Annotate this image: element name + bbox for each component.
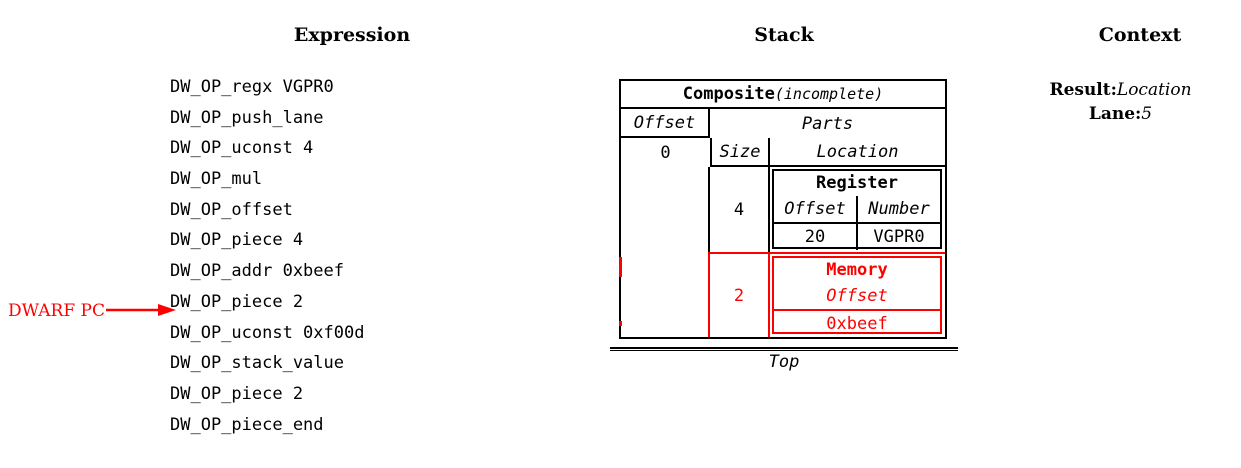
expression-line: DW_OP_addr 0xbeef [170, 261, 344, 282]
part-size: 2 [710, 252, 770, 337]
register-offset-value: 20 [774, 224, 858, 250]
dwarf-pc-marker: DWARF PC [8, 299, 178, 323]
context-entry-lane: Lane:5 [1000, 102, 1241, 126]
expression-line: DW_OP_stack_value [170, 353, 344, 374]
expression-line: DW_OP_piece 2 [170, 291, 304, 312]
context-result-value: Location [1116, 80, 1192, 100]
stack-part-row: 4 Register Offset Number 20 VGPR0 [621, 167, 945, 252]
stack-part-row: 2 Memory Offset 0xbeef [621, 252, 945, 337]
header-parts: Parts [801, 113, 854, 134]
expression-line: DW_OP_uconst 4 [170, 138, 314, 159]
stack-base-rule [610, 347, 958, 351]
part-offset-spacer [621, 167, 710, 252]
composite-kind: Composite [682, 84, 775, 104]
dwarf-pc-label: DWARF PC [8, 301, 105, 321]
header-size: Size [710, 138, 770, 167]
expression-line: DW_OP_piece 4 [170, 230, 304, 251]
expression-line: DW_OP_piece 2 [170, 383, 304, 404]
memory-location-box: Memory Offset 0xbeef [772, 256, 942, 334]
composite-offset-value: 0 [660, 142, 671, 163]
stack-top-label: Top [768, 352, 800, 372]
register-value-row: 20 VGPR0 [774, 222, 940, 250]
expression-column-title: Expression [293, 24, 411, 46]
expression-list: DW_OP_regx VGPR0 DW_OP_push_lane DW_OP_u… [170, 72, 530, 440]
expression-line: DW_OP_piece_end [170, 414, 324, 435]
context-lane-key: Lane: [1088, 104, 1142, 124]
context-result-key: Result: [1049, 80, 1117, 100]
context-body: Result:Location Lane:5 [1000, 78, 1241, 126]
register-header-offset: Offset [774, 196, 858, 222]
expression-line: DW_OP_push_lane [170, 107, 324, 128]
context-entry-result: Result:Location [1000, 78, 1241, 102]
composite-banner: Composite(incomplete) [621, 81, 945, 109]
stack-header-row-1: Offset Parts [621, 109, 945, 138]
memory-offset-value: 0xbeef [826, 314, 888, 334]
memory-header-offset: Offset [826, 286, 888, 306]
header-location: Location [770, 138, 945, 167]
register-header-number: Number [868, 199, 930, 219]
arrow-right-icon [105, 302, 178, 321]
stack-entry-table: Composite(incomplete) Offset Parts 0 Siz… [619, 79, 947, 339]
memory-title: Memory [826, 260, 888, 280]
expression-line: DW_OP_offset [170, 199, 293, 220]
register-location-box: Register Offset Number 20 VGPR0 [772, 169, 942, 250]
context-lane-value: 5 [1141, 104, 1153, 124]
memory-header-row: Offset [774, 283, 940, 309]
stack-column-title: Stack [754, 24, 814, 46]
expression-line: DW_OP_regx VGPR0 [170, 77, 334, 97]
expression-line: DW_OP_mul [170, 169, 263, 190]
part-size: 4 [710, 167, 770, 252]
expression-line: DW_OP_uconst 0xf00d [170, 322, 365, 343]
memory-value-row: 0xbeef [774, 309, 940, 337]
part-location: Memory Offset 0xbeef [770, 252, 945, 337]
stack-header-row-2: 0 Size Location [621, 138, 945, 167]
register-number-value: VGPR0 [873, 227, 925, 247]
register-title: Register [816, 173, 898, 193]
red-edge-tick [619, 321, 622, 326]
register-header-row: Offset Number [774, 196, 940, 222]
header-offset: Offset [621, 109, 710, 138]
composite-note: (incomplete) [774, 85, 884, 103]
red-edge-tick [619, 257, 622, 277]
context-column-title: Context [1098, 24, 1182, 46]
part-offset-spacer [621, 252, 710, 337]
part-location: Register Offset Number 20 VGPR0 [770, 167, 945, 252]
